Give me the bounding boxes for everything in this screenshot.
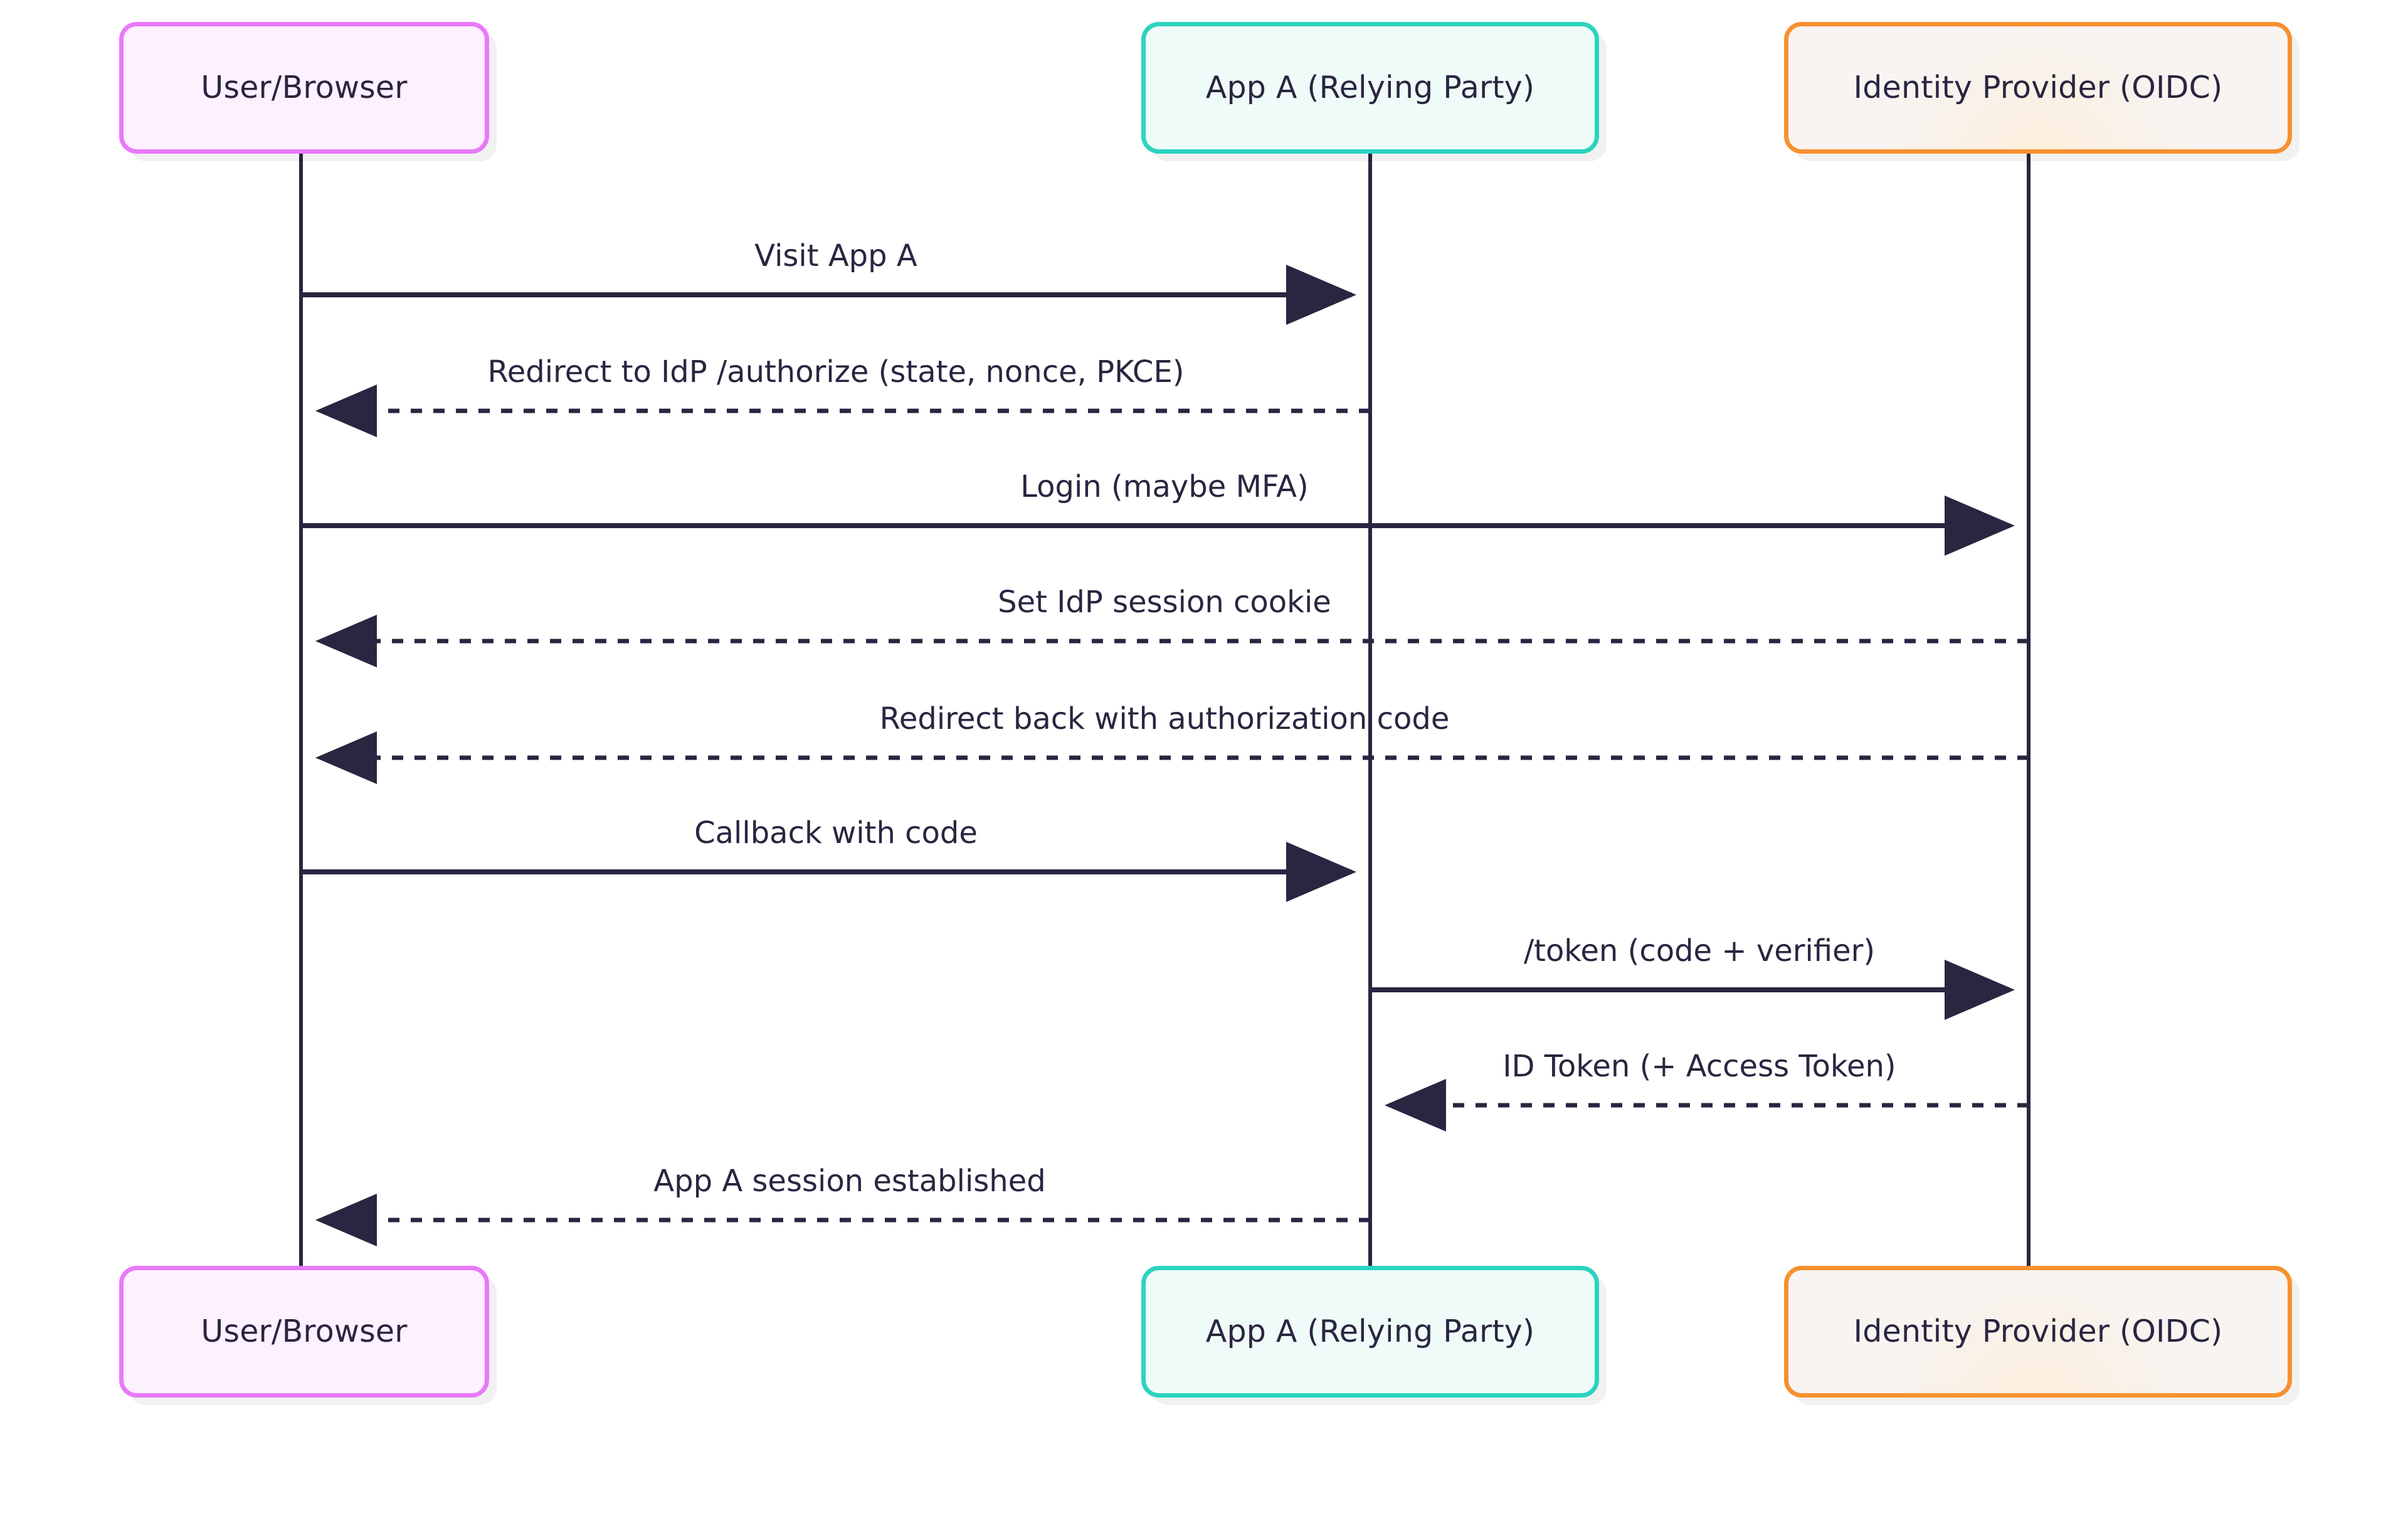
participant-box-user-bottom[interactable]: User/Browser bbox=[119, 1266, 489, 1398]
participant-label-idp: Identity Provider (OIDC) bbox=[1853, 70, 2223, 106]
participant-label-user: User/Browser bbox=[201, 1313, 408, 1350]
participant-box-appa-bottom[interactable]: App A (Relying Party) bbox=[1141, 1266, 1599, 1398]
participant-label-idp: Identity Provider (OIDC) bbox=[1853, 1313, 2223, 1350]
message-label-3: Login (maybe MFA) bbox=[1020, 469, 1309, 504]
message-label-8: ID Token (+ Access Token) bbox=[1502, 1049, 1896, 1084]
lifelines-group bbox=[299, 154, 2030, 1266]
participant-box-idp-bottom[interactable]: Identity Provider (OIDC) bbox=[1784, 1266, 2292, 1398]
message-label-6: Callback with code bbox=[694, 815, 978, 851]
message-label-7: /token (code + verifier) bbox=[1523, 933, 1876, 968]
participant-label-appa: App A (Relying Party) bbox=[1205, 70, 1535, 106]
participant-box-user-top[interactable]: User/Browser bbox=[119, 22, 489, 154]
participant-box-idp-top[interactable]: Identity Provider (OIDC) bbox=[1784, 22, 2292, 154]
participant-box-appa-top[interactable]: App A (Relying Party) bbox=[1141, 22, 1599, 154]
arrows-group bbox=[301, 265, 2029, 1246]
participant-label-appa: App A (Relying Party) bbox=[1205, 1313, 1535, 1350]
message-label-4: Set IdP session cookie bbox=[998, 585, 1331, 620]
message-label-9: App A session established bbox=[653, 1164, 1046, 1199]
message-label-5: Redirect back with authorization code bbox=[879, 701, 1450, 736]
message-label-2: Redirect to IdP /authorize (state, nonce… bbox=[487, 354, 1185, 390]
participant-label-user: User/Browser bbox=[201, 70, 408, 106]
message-label-1: Visit App A bbox=[754, 238, 917, 273]
